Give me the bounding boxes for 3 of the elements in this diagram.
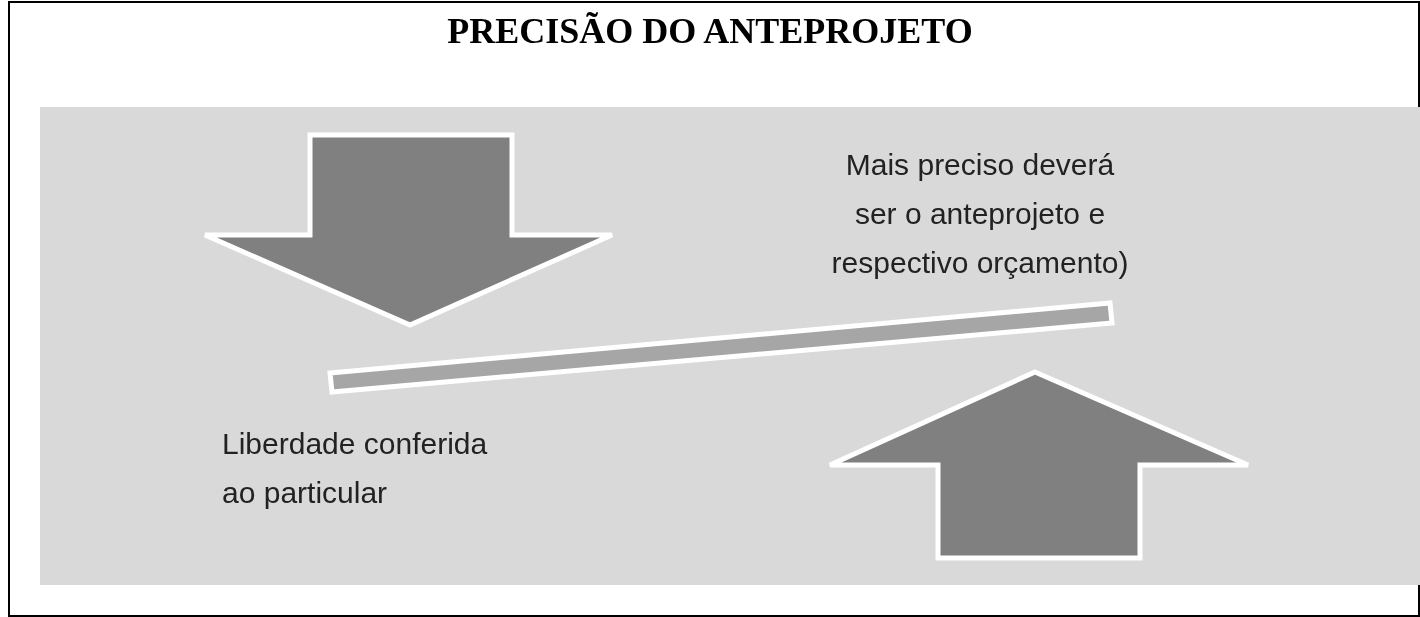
text-label: Mais preciso deverá ser o anteprojeto e respectivo orçamento) — [830, 147, 1130, 281]
text-label: Liberdade conferida ao particular — [222, 426, 489, 511]
title: PRECISÃO DO ANTEPROJETO — [446, 10, 974, 52]
